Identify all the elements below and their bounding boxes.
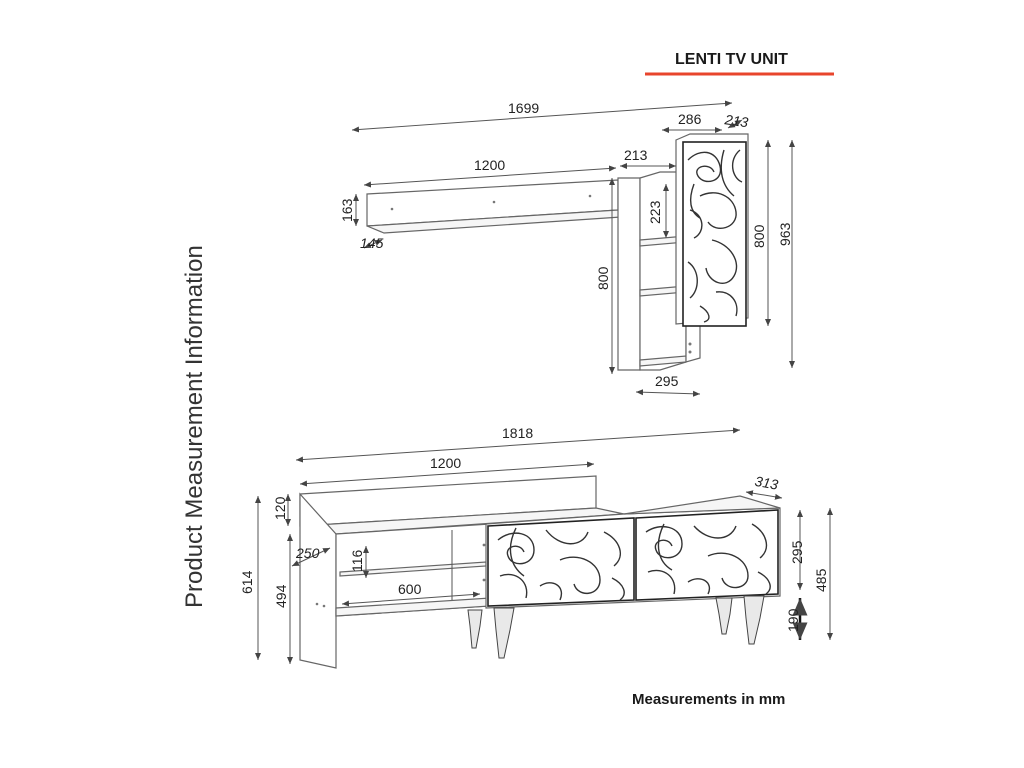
svg-text:213: 213 (624, 147, 648, 163)
svg-text:800: 800 (751, 224, 767, 248)
dim-leg-height: 190 (785, 598, 808, 640)
dim-shelf-unit-depth: 213 (620, 147, 676, 169)
wall-cabinet (675, 133, 749, 327)
dim-shelf-unit-width: 295 (635, 373, 701, 397)
stand-legs (467, 595, 765, 659)
units-note: Measurements in mm (632, 691, 785, 708)
svg-text:116: 116 (349, 549, 365, 572)
dim-base-height-inner: 494 (273, 534, 293, 664)
svg-text:223: 223 (647, 200, 663, 224)
right-door (635, 509, 779, 601)
dim-cabinet-body-height: 485 (813, 508, 833, 640)
svg-text:313: 313 (754, 473, 780, 493)
svg-text:120: 120 (272, 496, 288, 520)
dim-shelf-unit-height: 800 (595, 178, 615, 374)
svg-text:1200: 1200 (430, 455, 461, 471)
svg-text:600: 600 (398, 581, 422, 597)
svg-text:295: 295 (789, 540, 805, 564)
svg-text:213: 213 (723, 111, 750, 130)
svg-text:1699: 1699 (508, 100, 539, 116)
svg-text:1818: 1818 (502, 425, 533, 441)
dim-base-height-left: 614 (239, 496, 261, 660)
dim-shelf-spacing: 223 (647, 184, 669, 238)
dim-upper-total-width: 1699 (351, 100, 733, 133)
dim-cabinet-depth: 213 (723, 111, 750, 130)
dim-niche-width: 600 (341, 581, 481, 607)
dim-wall-total-height: 963 (777, 140, 795, 368)
svg-text:286: 286 (678, 111, 702, 127)
svg-text:163: 163 (339, 198, 355, 222)
floating-shelf (366, 179, 637, 234)
dim-cabinet-height: 800 (751, 140, 771, 326)
svg-text:145: 145 (360, 235, 384, 251)
dim-shelf-depth: 145 (360, 235, 384, 251)
svg-text:295: 295 (655, 373, 679, 389)
side-title: Product Measurement Information (181, 245, 208, 608)
dim-shelf-height: 163 (339, 194, 359, 226)
left-door (487, 517, 635, 607)
dim-niche-height: 116 (349, 546, 369, 578)
dim-shelf-width: 1200 (363, 157, 617, 188)
dim-door-height: 295 (789, 510, 805, 590)
dim-backboard-height: 120 (272, 494, 291, 526)
svg-text:494: 494 (273, 584, 289, 608)
dim-cabinet-width: 286 (662, 111, 722, 133)
svg-text:963: 963 (777, 222, 793, 246)
svg-text:1200: 1200 (474, 157, 505, 173)
dim-base-total-width: 1818 (295, 425, 741, 463)
svg-text:190: 190 (785, 608, 801, 632)
dim-base-side-depth: 250 (291, 545, 331, 567)
dim-base-depth: 313 (745, 473, 783, 500)
svg-text:250: 250 (295, 545, 320, 561)
svg-text:800: 800 (595, 266, 611, 290)
svg-text:614: 614 (239, 570, 255, 594)
dim-base-top-width: 1200 (299, 455, 595, 487)
product-title: LENTI TV UNIT (675, 51, 788, 68)
svg-text:485: 485 (813, 568, 829, 592)
